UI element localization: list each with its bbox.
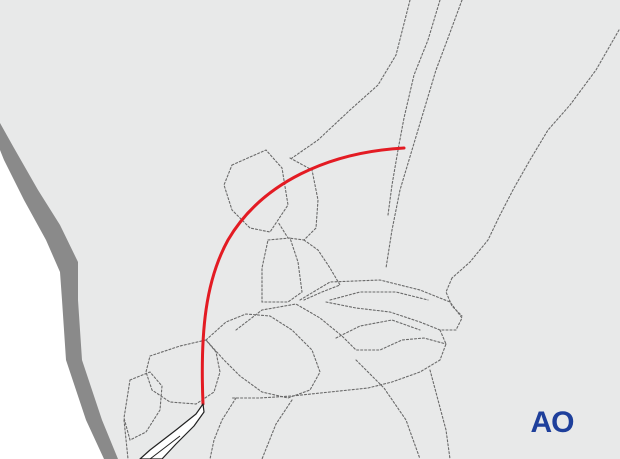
bone-outlines: [123, 0, 620, 459]
ao-logo-text: AO: [531, 406, 575, 439]
incision-line: [200, 146, 406, 406]
skin-edge-shadow: [0, 123, 118, 459]
scalpel-icon: [139, 403, 205, 459]
ao-logo: AO: [531, 406, 576, 439]
